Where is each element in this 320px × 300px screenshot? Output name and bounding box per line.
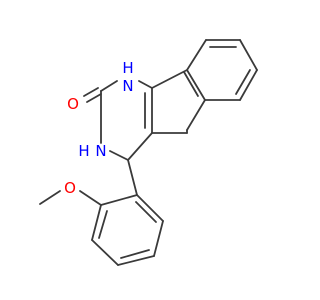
bond-ar5-ar6 bbox=[153, 220, 164, 257]
bond-c2-n1 bbox=[100, 80, 118, 92]
bond-c6a-c10a bbox=[186, 69, 206, 101]
atom-label-n3-hydrogen: H bbox=[78, 142, 89, 160]
molecule-diagram: O N H N H O bbox=[39, 39, 258, 266]
bond-c8-c7-inner bbox=[235, 69, 251, 95]
bond-o-ch3 bbox=[39, 190, 61, 205]
bond-ar2-ar3-inner bbox=[98, 210, 108, 239]
bonds bbox=[39, 39, 258, 266]
bond-c6a-c10a-inner bbox=[183, 71, 199, 97]
atom-label-n1: N bbox=[122, 77, 133, 95]
structure-canvas: O N H N H O bbox=[39, 39, 258, 266]
atom-label-methoxy-oxygen: O bbox=[64, 179, 76, 197]
bond-n3-c4 bbox=[109, 150, 129, 161]
bond-ar3-ar4 bbox=[91, 239, 119, 266]
bond-ar6-ar1-inner bbox=[135, 201, 157, 223]
atom-label-n1-hydrogen: H bbox=[122, 59, 133, 77]
bond-c9-c8 bbox=[239, 39, 258, 71]
atom-label-carbonyl-oxygen: O bbox=[67, 95, 79, 113]
bond-c8-c7 bbox=[239, 69, 258, 101]
bond-ar6-ar1 bbox=[136, 194, 164, 222]
bond-c4-aryl bbox=[127, 159, 138, 196]
bond-c4a-c4 bbox=[127, 132, 153, 161]
bond-c6a-c6 bbox=[186, 99, 206, 131]
bond-ar1-ar2 bbox=[100, 194, 138, 206]
bond-ar2-o bbox=[79, 190, 102, 206]
bond-n1-c10b bbox=[138, 80, 153, 89]
atom-label-n3: N bbox=[95, 142, 106, 160]
bond-ar4-ar5 bbox=[117, 255, 155, 266]
atom-labels: O N H N H O bbox=[64, 59, 134, 197]
bond-ar4-ar5-inner bbox=[120, 249, 150, 259]
bond-ar2-ar3 bbox=[91, 204, 102, 241]
bond-c10b-c10a bbox=[151, 69, 188, 89]
bond-c2-o-double-b bbox=[86, 93, 102, 103]
bond-c10a-c10 bbox=[186, 39, 207, 71]
bond-c2-o-double-a bbox=[83, 87, 99, 97]
